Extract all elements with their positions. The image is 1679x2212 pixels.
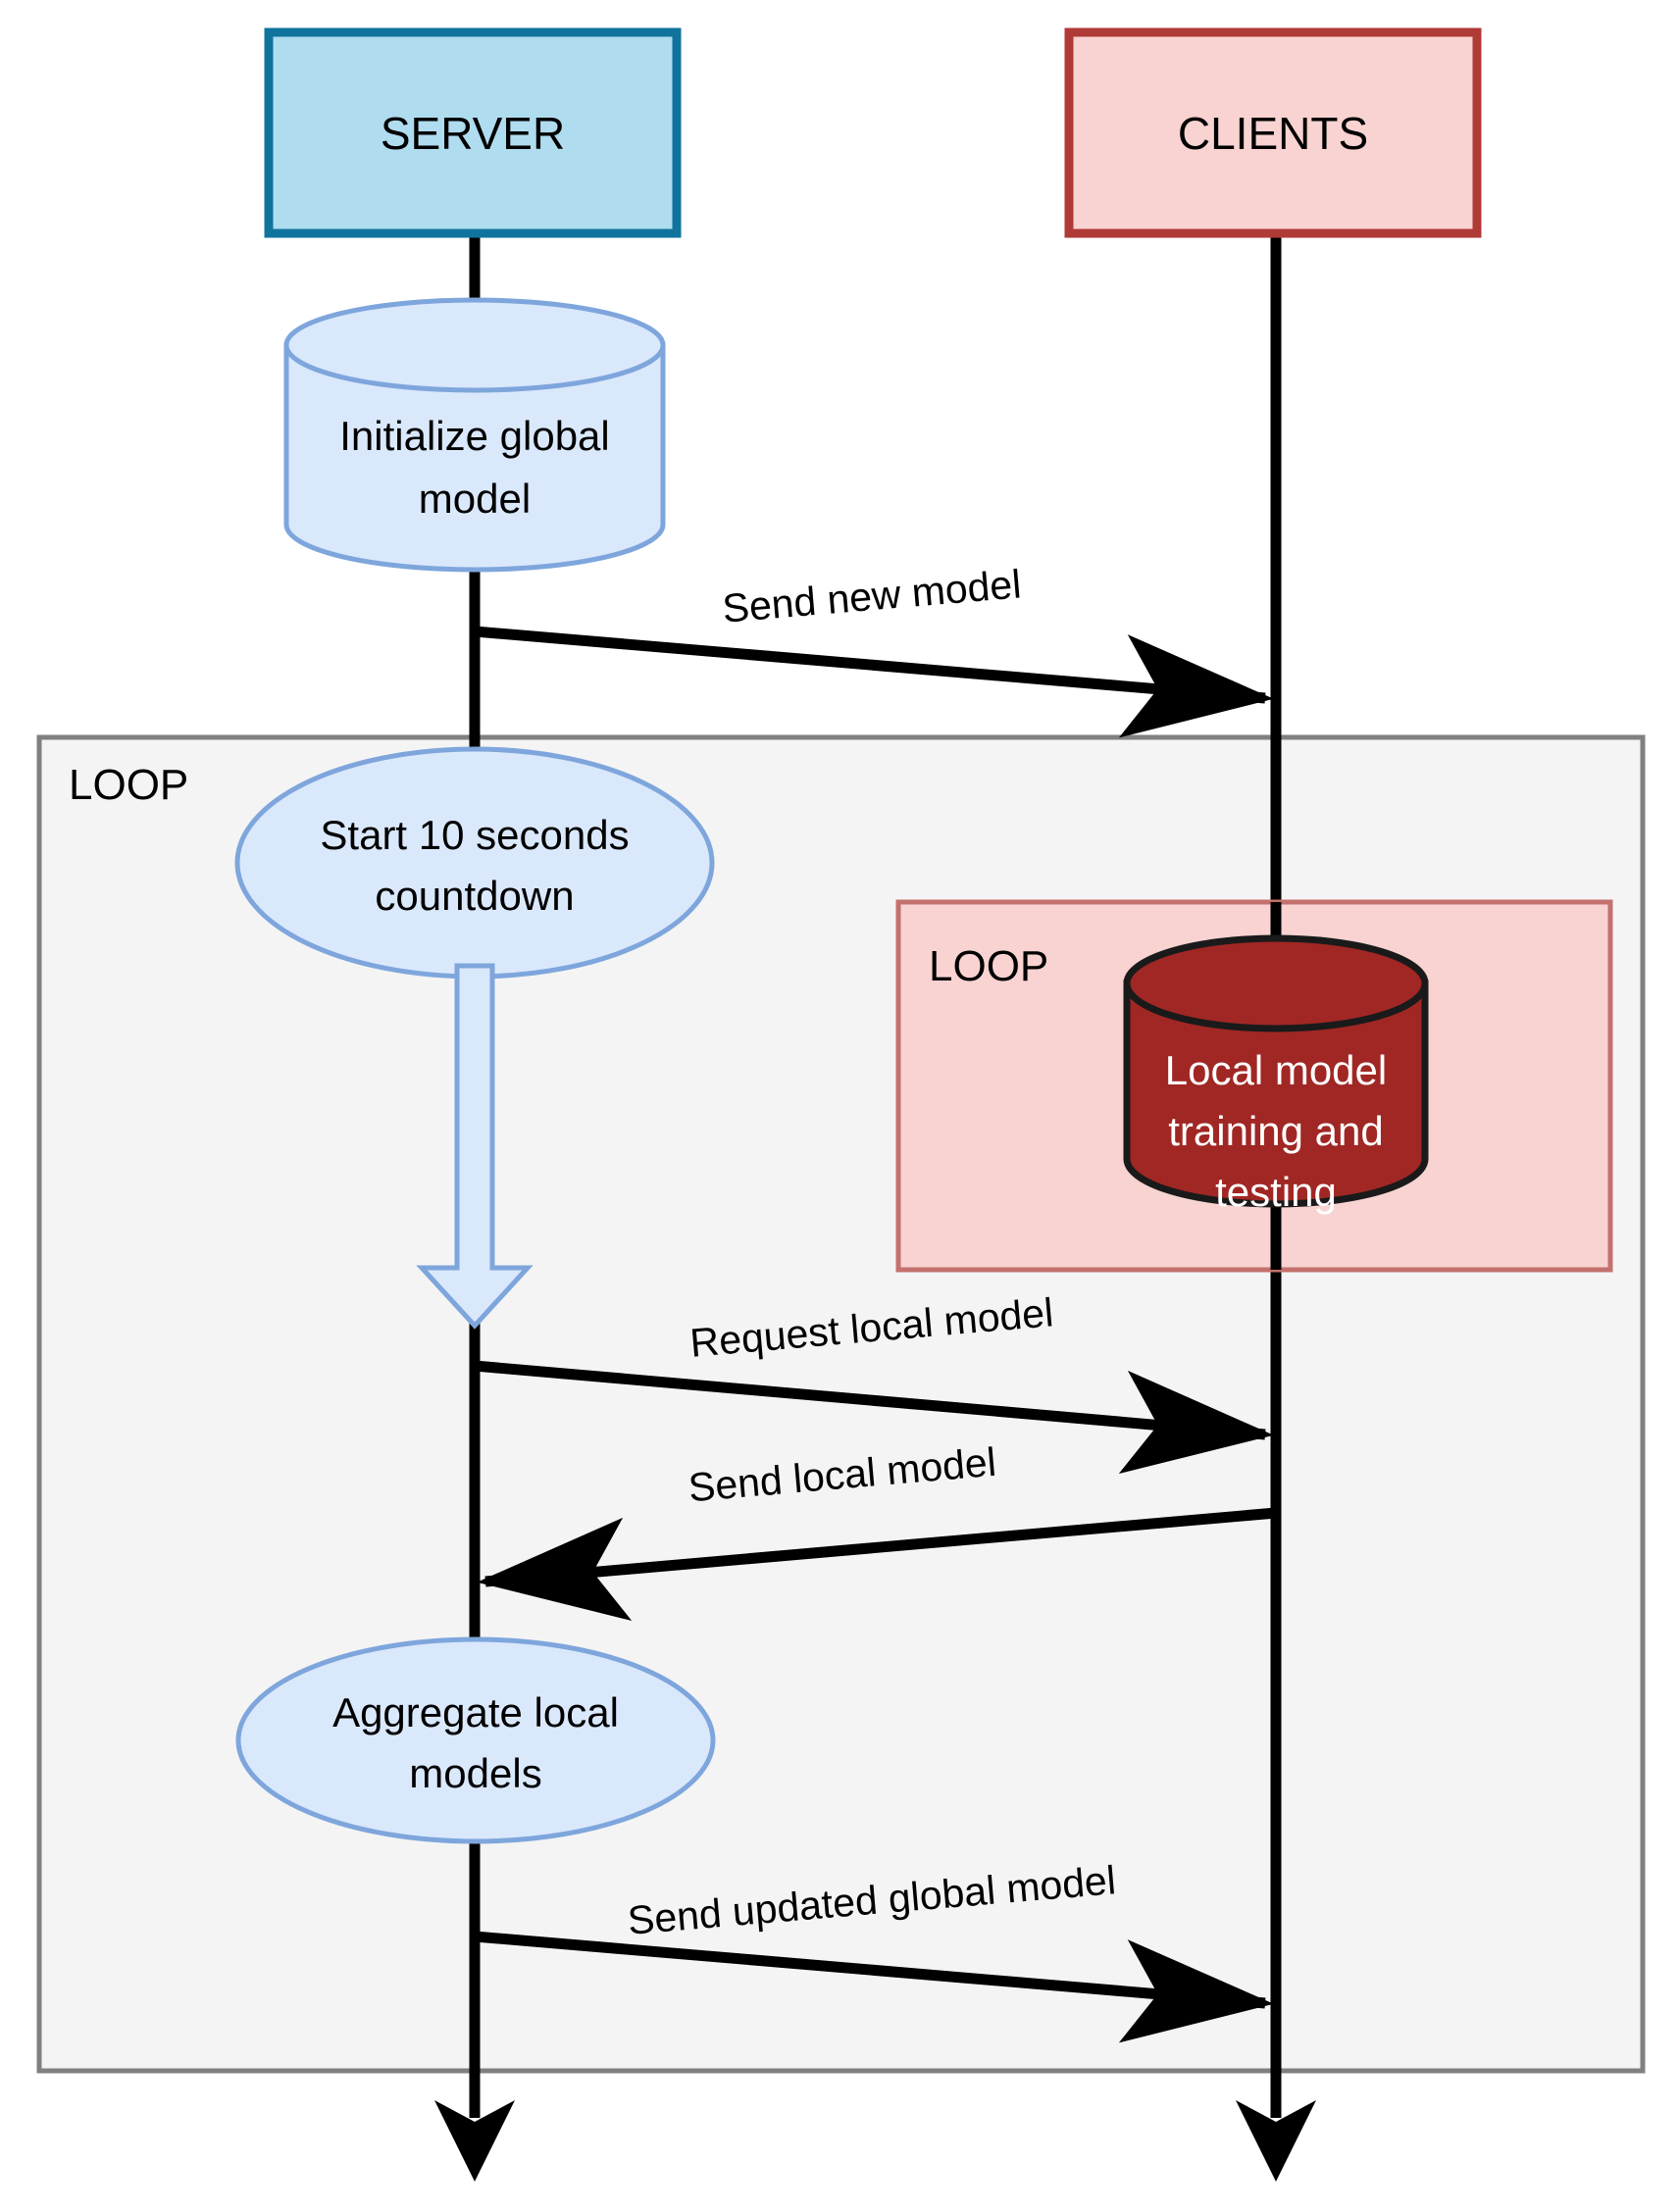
initialize-global-model-label-line2: model xyxy=(419,476,531,522)
initialize-global-model-label-line1: Initialize global xyxy=(339,413,610,459)
lifeline-terminators xyxy=(434,2100,1316,2182)
countdown-wait-arrow xyxy=(416,963,534,1330)
start-countdown-label-line1: Start 10 seconds xyxy=(320,812,629,858)
send-updated-global-model-arrow[interactable] xyxy=(474,1931,1274,2043)
server-lane-box[interactable] xyxy=(264,27,682,238)
aggregate-local-models-label-line2: models xyxy=(409,1750,541,1796)
start-countdown-label-line2: countdown xyxy=(375,873,574,919)
send-new-model-label: Send new model xyxy=(721,561,1023,630)
local-model-training-cylinder-top xyxy=(1123,934,1429,1032)
start-countdown-node[interactable]: Start 10 seconds countdown xyxy=(234,746,715,980)
clients-lane-head[interactable]: CLIENTS xyxy=(1064,27,1482,238)
send-local-model-arrow[interactable] xyxy=(477,1507,1277,1622)
message-send-new-model[interactable]: Send new model xyxy=(474,561,1274,738)
aggregate-local-models-node[interactable]: Aggregate local models xyxy=(235,1636,716,1844)
send-new-model-arrow[interactable] xyxy=(474,626,1274,738)
clients-lane-title: CLIENTS xyxy=(1178,108,1368,159)
clients-lifeline-arrowhead xyxy=(1236,2100,1316,2182)
aggregate-local-models-ellipse[interactable] xyxy=(235,1636,716,1844)
initialize-global-model-cylinder-top xyxy=(283,297,666,393)
server-lane-title: SERVER xyxy=(381,108,565,159)
outer-loop-label: LOOP xyxy=(69,761,188,809)
client-loop-label: LOOP xyxy=(929,942,1048,990)
local-model-training-label-line3: testing xyxy=(1215,1169,1337,1215)
request-local-model-arrow[interactable] xyxy=(474,1360,1274,1475)
aggregate-local-models-label-line1: Aggregate local xyxy=(332,1689,619,1735)
server-lane-head[interactable]: SERVER xyxy=(264,27,682,238)
local-model-training-label-line1: Local model xyxy=(1165,1047,1387,1093)
countdown-wait-block-arrow xyxy=(416,963,534,1330)
local-model-training-label-line2: training and xyxy=(1168,1108,1384,1154)
start-countdown-ellipse[interactable] xyxy=(234,746,715,980)
local-model-training-cylinder-body xyxy=(1123,980,1429,1208)
server-lifeline-arrowhead xyxy=(434,2100,515,2182)
initialize-global-model-node[interactable]: Initialize global model xyxy=(283,297,666,573)
initialize-global-model-cylinder-body xyxy=(283,342,666,573)
local-model-training-node[interactable]: Local model training and testing xyxy=(1123,934,1429,1215)
clients-lane-box[interactable] xyxy=(1064,27,1482,238)
